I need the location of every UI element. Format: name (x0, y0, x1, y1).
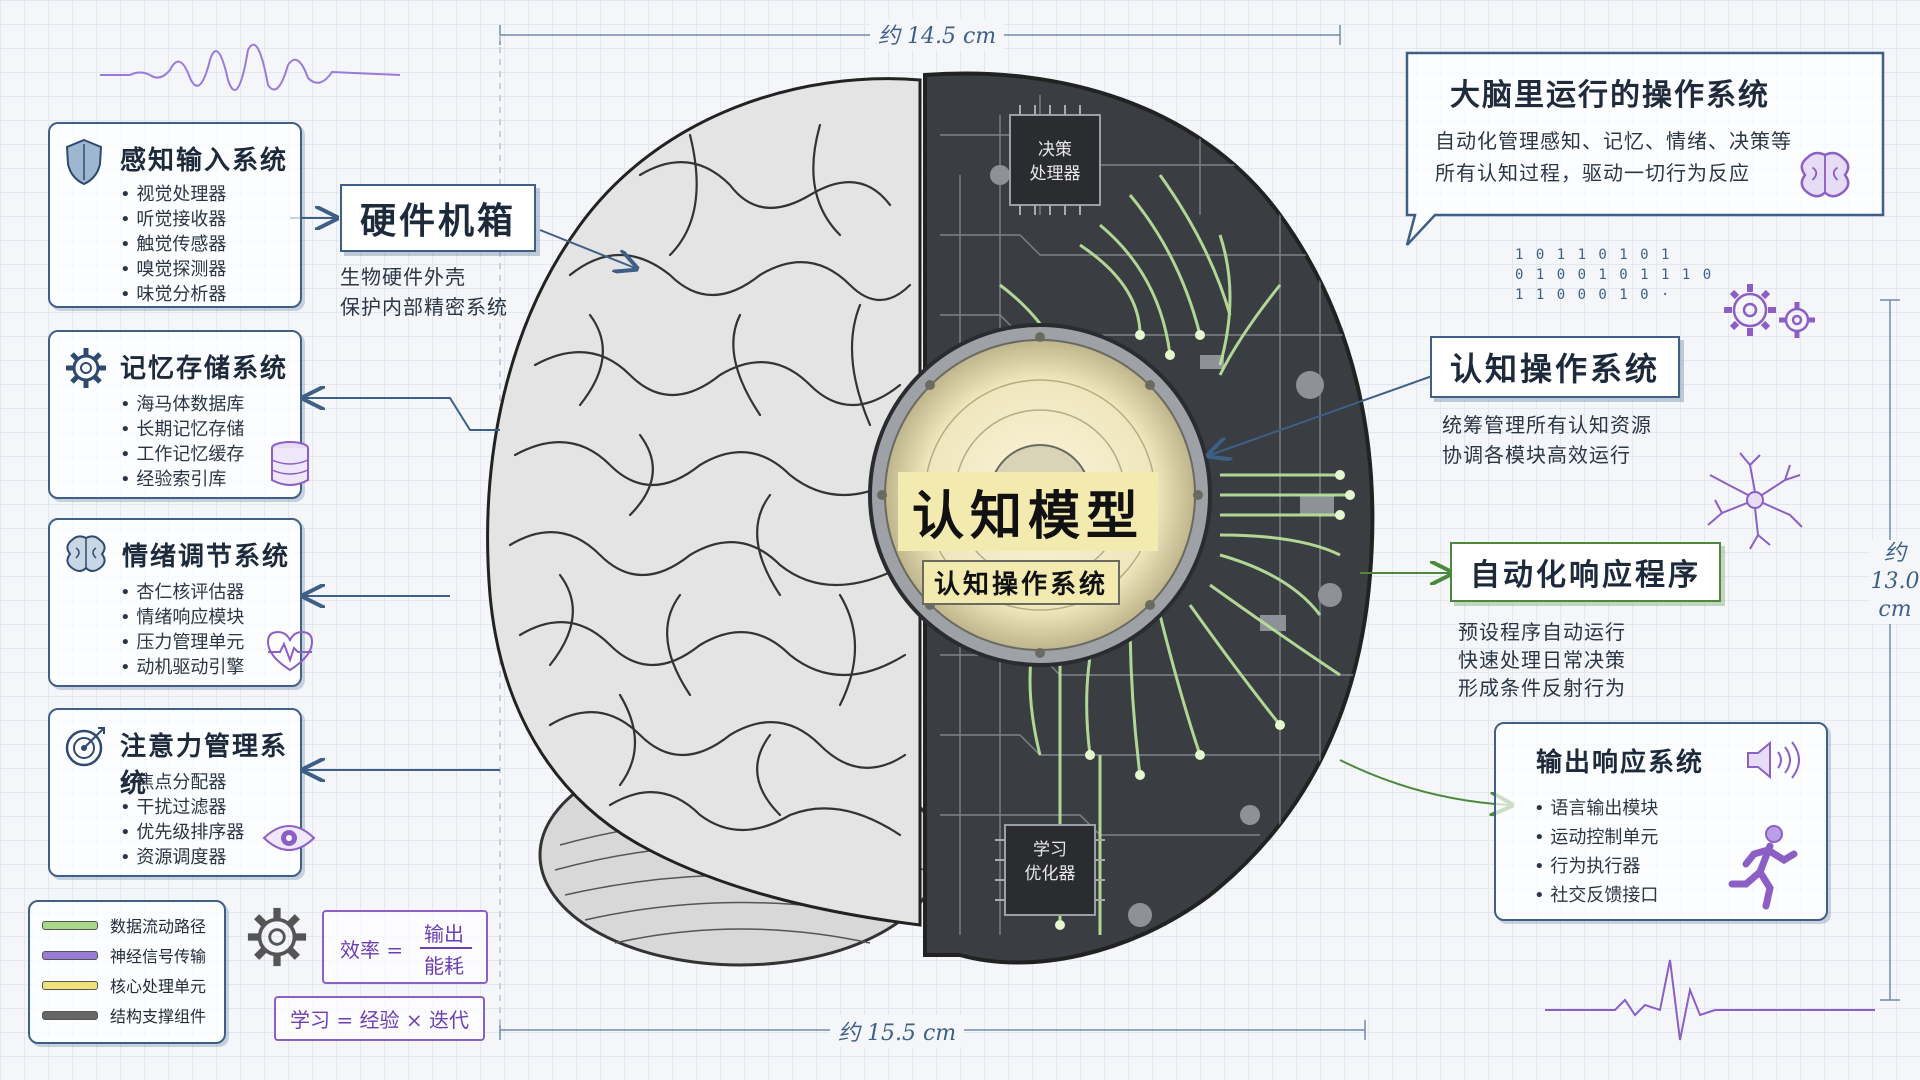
legend-row: 神经信号传输 (42, 940, 212, 970)
panel-perception-title: 感知输入系统 (120, 146, 289, 176)
running-person-icon (1728, 825, 1798, 910)
list-item: 社交反馈接口 (1534, 881, 1658, 910)
list-item: 语言输出模块 (1534, 794, 1658, 823)
gear-icon (247, 907, 307, 967)
list-item: 压力管理单元 (120, 630, 244, 655)
list-item: 工作记忆缓存 (120, 442, 244, 467)
legend-swatch (42, 920, 98, 930)
os-bubble-title: 大脑里运行的操作系统 (1450, 78, 1770, 113)
chip-bottom-label: 学习 优化器 (1024, 840, 1076, 884)
shield-icon (65, 138, 103, 186)
list-item: 情绪响应模块 (120, 605, 244, 630)
list-item: 行为执行器 (1534, 852, 1658, 881)
list-item: 资源调度器 (120, 845, 244, 870)
legend-row: 核心处理单元 (42, 970, 212, 1000)
list-item: 听觉接收器 (120, 207, 226, 232)
panel-emotion-title: 情绪调节系统 (122, 542, 291, 572)
formula-learning: 学习 = 经验 × 迭代 (274, 996, 485, 1041)
legend-row: 结构支撑组件 (42, 1000, 212, 1030)
neuron-icon (1707, 452, 1803, 550)
list-item: 经验索引库 (120, 467, 244, 492)
os-bubble-desc: 自动化管理感知、记忆、情绪、决策等 所有认知过程，驱动一切行为反应 (1435, 129, 1792, 185)
chip-bottom (995, 824, 1105, 916)
os-bubble-shape (1405, 51, 1885, 246)
gears-icon (1724, 284, 1815, 338)
legend-row: 数据流动路径 (42, 910, 212, 940)
list-item: 干扰过滤器 (120, 795, 244, 820)
dimension-top: 约 14.5 cm (870, 18, 1005, 50)
list-item: 味觉分析器 (120, 282, 226, 307)
database-icon (271, 441, 309, 486)
legend: 数据流动路径 神经信号传输 核心处理单元 结构支撑组件 (28, 900, 226, 1044)
binary-decoration: 1 0 1 1 0 1 0 1 0 1 0 0 1 0 1 1 1 0 1 1 … (1515, 247, 1714, 303)
gear-icon (66, 348, 106, 388)
list-item: 触觉传感器 (120, 232, 226, 257)
panel-output: 输出响应系统 语言输出模块 运动控制单元 行为执行器 社交反馈接口 (1494, 722, 1828, 921)
dimension-right: 约 13.0 cm (1870, 540, 1920, 624)
waveform-decoration (100, 43, 400, 91)
legend-swatch (42, 950, 98, 960)
chip-top-label: 决策 处理器 (1029, 140, 1081, 184)
panel-memory-title: 记忆存储系统 (120, 354, 289, 384)
eye-icon (262, 825, 316, 851)
hardware-label: 硬件机箱 (340, 184, 537, 252)
cognitive-os-label: 认知操作系统 (1430, 336, 1681, 398)
pulse-line-decoration (1545, 959, 1875, 1041)
panel-perception: 感知输入系统 视觉处理器 听觉接收器 触觉传感器 嗅觉探测器 味觉分析器 (48, 122, 302, 308)
chip-top (1009, 105, 1101, 215)
left-hemisphere (486, 77, 922, 927)
list-item: 焦点分配器 (120, 770, 244, 795)
speaker-icon (1747, 740, 1800, 780)
fraction-bar (420, 947, 472, 949)
core-subtitle: 认知操作系统 (922, 560, 1121, 605)
legend-swatch (42, 1010, 98, 1020)
dimension-bottom: 约 15.5 cm (830, 1015, 965, 1047)
auto-response-label: 自动化响应程序 (1450, 542, 1721, 602)
legend-swatch (42, 980, 98, 990)
brain-icon (66, 535, 106, 572)
auto-response-desc: 预设程序自动运行 快速处理日常决策 形成条件反射行为 (1458, 620, 1626, 700)
panel-emotion: 情绪调节系统 杏仁核评估器 情绪响应模块 压力管理单元 动机驱动引擎 (48, 518, 314, 687)
heartbeat-icon (266, 630, 314, 672)
core-title: 认知模型 (898, 472, 1159, 551)
list-item: 海马体数据库 (120, 392, 244, 417)
formula-efficiency: 效率 = 输出 能耗 (322, 910, 488, 984)
list-item: 长期记忆存储 (120, 417, 244, 442)
list-item: 视觉处理器 (120, 182, 226, 207)
list-item: 动机驱动引擎 (120, 655, 244, 680)
list-item: 优先级排序器 (120, 820, 244, 845)
cognitive-os-desc: 统筹管理所有认知资源 协调各模块高效运行 (1442, 413, 1652, 467)
panel-attention: 注意力管理系统 焦点分配器 干扰过滤器 优先级排序器 资源调度器 (48, 708, 316, 877)
target-icon (65, 727, 105, 767)
panel-output-title: 输出响应系统 (1536, 748, 1705, 778)
list-item: 嗅觉探测器 (120, 257, 226, 282)
brain-icon (1800, 151, 1850, 198)
list-item: 运动控制单元 (1534, 823, 1658, 852)
list-item: 杏仁核评估器 (120, 580, 244, 605)
hardware-desc: 生物硬件外壳 保护内部精密系统 (340, 265, 508, 319)
panel-memory: 记忆存储系统 海马体数据库 长期记忆存储 工作记忆缓存 经验索引库 (48, 330, 309, 499)
